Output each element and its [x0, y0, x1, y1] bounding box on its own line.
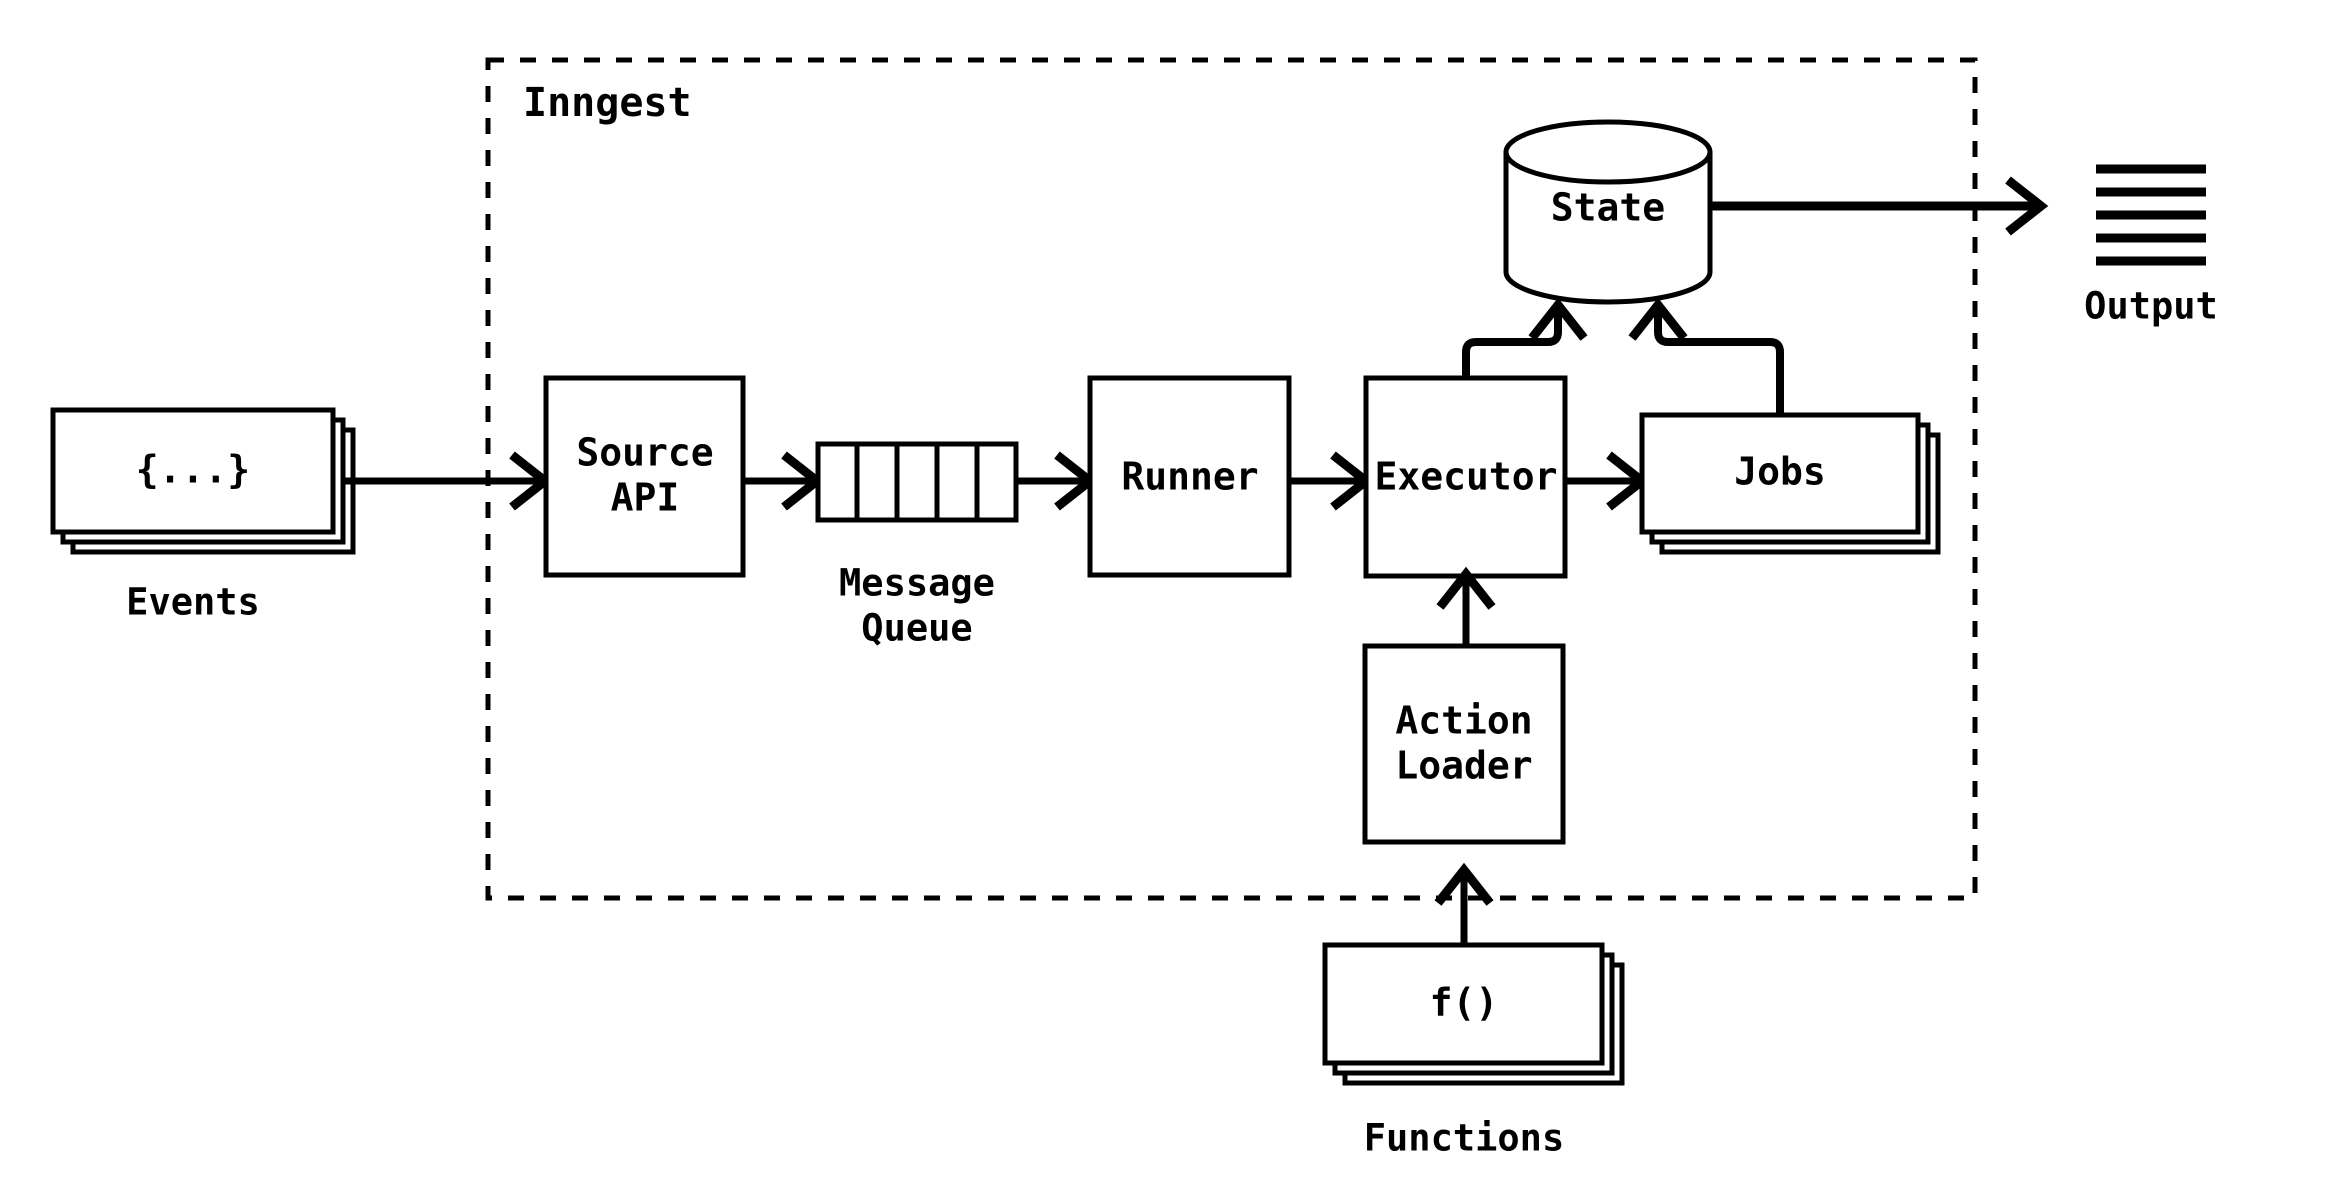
executor-box — [1363, 375, 1568, 579]
source-api-box — [543, 375, 746, 578]
document-lines-icon — [2096, 164, 2206, 266]
executor-node[interactable]: Executor — [1363, 375, 1568, 579]
functions-card-label: f() — [1430, 981, 1499, 1025]
edge-runner-to-executor — [1289, 451, 1374, 511]
edge-elbow-path — [1654, 312, 1784, 415]
functions-card-front — [1322, 942, 1605, 1066]
source-api-label-line2: API — [611, 476, 680, 520]
state-node[interactable]: State — [1503, 119, 1713, 305]
edge-elbow-path — [1462, 312, 1562, 378]
action-loader-label-line1: Action — [1395, 699, 1532, 743]
events-caption: Events — [126, 581, 260, 624]
edge-action-loader-to-executor — [1436, 566, 1496, 646]
edge-executor-to-state — [1462, 297, 1588, 378]
message-queue-outer — [815, 441, 1019, 523]
runner-label: Runner — [1121, 455, 1258, 499]
output-caption: Output — [2084, 285, 2218, 328]
message-queue-caption-line2: Queue — [861, 607, 972, 650]
functions-caption: Functions — [1364, 1117, 1564, 1160]
edge-arrowhead — [1528, 297, 1588, 341]
jobs-node[interactable]: Jobs — [1639, 412, 1941, 555]
edge-message-queue-to-runner — [1016, 451, 1098, 511]
edge-events-to-source-api — [343, 451, 553, 511]
edge-jobs-to-state — [1628, 297, 1784, 415]
message-queue-caption-line1: Message — [839, 562, 995, 605]
state-cylinder-body — [1503, 152, 1713, 305]
edge-arrowhead — [1436, 566, 1496, 610]
edge-executor-to-jobs — [1565, 451, 1650, 511]
source-api-node[interactable]: Source API — [543, 375, 746, 578]
edge-arrowhead — [1628, 297, 1688, 341]
state-label: State — [1551, 186, 1665, 230]
events-node[interactable]: {...} Events — [50, 407, 356, 624]
state-cylinder-top — [1503, 119, 1713, 185]
runner-box — [1087, 375, 1292, 578]
edge-arrowhead — [1434, 862, 1494, 906]
edge-functions-to-action-loader — [1434, 862, 1494, 945]
inngest-container-label: Inngest — [523, 80, 692, 126]
output-node[interactable]: Output — [2084, 164, 2218, 328]
runner-node[interactable]: Runner — [1087, 375, 1292, 578]
jobs-label: Jobs — [1734, 450, 1826, 494]
functions-node[interactable]: f() Functions — [1322, 942, 1625, 1160]
edge-state-to-output — [1710, 176, 2049, 236]
events-card-label: {...} — [136, 448, 250, 492]
action-loader-label-line2: Loader — [1395, 744, 1532, 788]
edge-arrowhead — [2005, 176, 2049, 236]
action-loader-node[interactable]: Action Loader — [1362, 643, 1566, 845]
edge-source-api-to-message-queue — [743, 451, 825, 511]
message-queue-node[interactable]: Message Queue — [815, 441, 1019, 650]
source-api-label-line1: Source — [576, 431, 713, 475]
executor-label: Executor — [1374, 455, 1557, 499]
events-card-front — [50, 407, 336, 535]
action-loader-box — [1362, 643, 1566, 845]
